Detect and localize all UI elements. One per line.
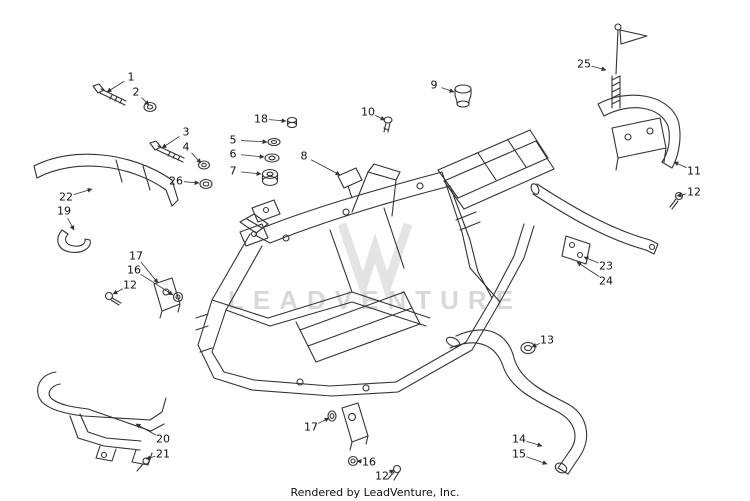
callout-17[interactable]: 17 [129,250,143,263]
bolt-12-right [669,191,684,210]
whip-flag-25 [611,23,648,109]
rear-grab-bar-11 [597,94,681,171]
callout-leader-2 [141,97,150,106]
callout-leader-18 [268,118,287,124]
callout-10[interactable]: 10 [361,106,375,119]
callout-12[interactable]: 12 [687,186,701,199]
footer-credit: Rendered by LeadVenture, Inc. [290,486,460,499]
callout-leader-13 [531,342,540,348]
callout-leader-20 [135,423,157,436]
callout-5[interactable]: 5 [230,134,237,147]
washer-16-bottom [347,455,359,467]
callout-leader-16 [140,273,174,296]
callout-23[interactable]: 23 [599,260,613,273]
callout-26[interactable]: 26 [169,175,183,188]
callout-leader-12 [112,288,124,295]
callout-20[interactable]: 20 [156,433,170,446]
spacer-18 [286,116,298,129]
callout-leader-17 [140,261,159,284]
callout-leader-25 [591,65,607,72]
callout-leader-1 [106,80,125,93]
callout-15[interactable]: 15 [512,448,526,461]
callout-24[interactable]: 24 [599,275,613,288]
callout-leader-14 [526,440,543,448]
callout-leader-12 [676,192,687,198]
callout-25[interactable]: 25 [577,58,591,71]
callout-22[interactable]: 22 [59,191,73,204]
clamp-13 [520,341,536,355]
callout-leader-26 [183,180,200,186]
nut-4 [197,160,211,170]
callout-leader-9 [441,87,455,93]
callout-16[interactable]: 16 [127,264,141,277]
main-frame [195,129,555,397]
callout-17[interactable]: 17 [304,421,318,434]
callout-leader-6 [240,154,265,159]
watermark-logo [337,222,413,301]
callout-2[interactable]: 2 [133,86,140,99]
callout-9[interactable]: 9 [431,79,438,92]
callout-12[interactable]: 12 [375,470,389,483]
callout-16[interactable]: 16 [362,456,376,469]
callout-leader-8 [310,159,341,176]
bushing-7 [261,168,279,187]
callout-layer: 1234261856789102511122219171612232413202… [57,58,701,483]
bolt-12-left [104,291,122,306]
callout-leader-19 [67,217,75,231]
callout-14[interactable]: 14 [512,433,526,446]
bracket-19 [57,229,91,253]
callout-leader-23 [583,256,599,264]
bracket-17-left [153,277,181,319]
callout-leader-15 [526,456,548,465]
callout-leader-4 [191,152,202,164]
bushing-17-bottom [327,410,337,422]
bushing-9 [454,84,472,108]
washer-6 [264,153,280,163]
callout-4[interactable]: 4 [183,141,190,154]
callout-leader-17 [317,417,330,424]
callout-18[interactable]: 18 [254,113,268,126]
nut-2 [143,101,157,113]
washer-16-left [172,291,184,303]
callout-leader-3 [161,136,180,149]
bolt-1 [92,83,127,106]
watermark-text: LEADVENTURE [228,285,522,315]
bracket-bottom [341,402,369,451]
callout-11[interactable]: 11 [687,165,701,178]
callout-13[interactable]: 13 [540,334,554,347]
washer-26 [199,178,213,190]
callout-leader-12 [388,469,395,475]
callout-19[interactable]: 19 [57,205,71,218]
callout-leader-10 [375,115,386,121]
callout-7[interactable]: 7 [230,165,237,178]
bolt-3 [149,140,185,163]
front-bumper-20 [37,371,167,466]
callout-leader-11 [673,161,687,169]
callout-leader-7 [240,171,262,176]
washer-5 [267,137,281,147]
rear-tube-14-15 [445,329,588,475]
bolt-12-bottom [387,464,402,481]
callout-21[interactable]: 21 [156,448,170,461]
callout-leader-22 [73,188,93,196]
watermark: LEADVENTURE [228,222,522,315]
callout-1[interactable]: 1 [128,71,135,84]
callout-leader-5 [240,139,268,145]
callout-6[interactable]: 6 [230,148,237,161]
callout-leader-21 [145,455,156,461]
callout-12[interactable]: 12 [123,279,137,292]
callout-leader-24 [576,261,600,277]
callout-8[interactable]: 8 [301,150,308,163]
rear-support-23-24 [530,183,659,265]
front-rack-bar-22 [33,153,179,207]
bolt-10 [383,116,393,133]
callout-3[interactable]: 3 [183,126,190,139]
